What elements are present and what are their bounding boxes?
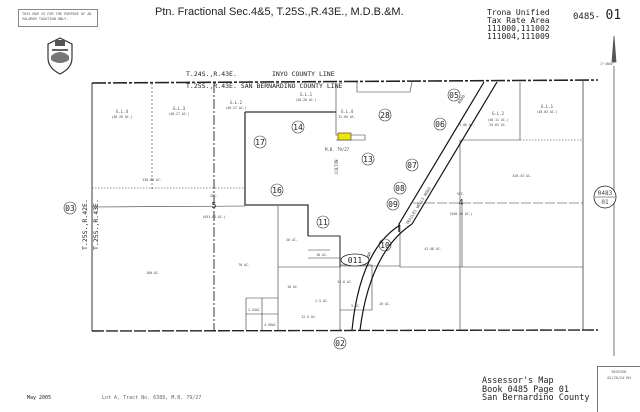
map-title: Ptn. Fractional Sec.4&5, T.25S.,R.43E., … (155, 6, 404, 18)
assessor-map-block: Assessor's Map Book 0485 Page 01 San Ber… (482, 377, 589, 403)
parcel-acreage: 326.43 AC. (512, 174, 531, 178)
block-number: 16 (272, 186, 282, 195)
block-number: 09 (388, 200, 398, 209)
parcel-acreage: 70 AC. (238, 263, 250, 267)
tax-rate-areas-2: 111004,111009 (487, 32, 550, 41)
parcel-acreage: 42.48 AC. (424, 247, 441, 251)
county-seal-icon (47, 37, 73, 75)
inyo-county-line-label: INYO COUNTY LINE (272, 70, 335, 78)
section-acreage: (641.09 AC.) (202, 215, 225, 219)
block-number: 10 (380, 241, 390, 250)
san-bernardino-county-line-label: T.25S.,R.43E. SAN BERNARDINO COUNTY LINE (186, 82, 343, 90)
block-number: 03 (65, 204, 75, 213)
section-acreage: (640.56 AC.) (449, 212, 472, 216)
parcel-acreage: 20 AC. (286, 238, 298, 242)
section-number: 4 (459, 198, 464, 207)
lot-label: G.L.2 (230, 100, 243, 105)
assessor-line-3: San Bernardino County (482, 393, 590, 403)
map-date: May 2005 (27, 395, 52, 401)
block-number: 14 (293, 123, 303, 132)
colton-road-label: COLTON (334, 159, 339, 174)
school-district: Trona Unified (487, 8, 550, 17)
block-number: 02 (335, 339, 345, 348)
parcel-acreage: 10 AC. (287, 285, 299, 289)
lot-acreage: (40.11 AC.) (487, 118, 508, 122)
parcel-acreage: 160 AC. (146, 271, 160, 275)
map-page: 01 (605, 8, 622, 23)
book-ref-0483-bottom: 01 (601, 199, 609, 206)
highlighted-parcel[interactable] (337, 132, 352, 141)
revised-label: REVISED (611, 370, 627, 374)
parcel-acreage: 13.06 AC. (457, 123, 474, 127)
assessor-line-2: Book 0485 Page 01 (482, 384, 569, 395)
disclaimer-note: THIS MAP IS FOR THE PURPOSE OF AD VALORE… (18, 9, 98, 27)
book-ref-0483-top: 0483 (598, 190, 613, 197)
section-number: 5 (212, 201, 217, 210)
parcel-acreage: 4.96AC (264, 323, 276, 327)
tract-reference: Lot A, Tract No. 6389, M.B. 79/27 (102, 395, 202, 401)
lot-label: G.L.2 (492, 111, 505, 116)
lot-acreage: 25.63 AC. (489, 123, 506, 127)
road-label: ROAD (457, 93, 467, 104)
lot-acreage: (40.03 AC.) (536, 110, 557, 114)
book-ref-011[interactable] (340, 253, 370, 267)
north-arrow-icon (611, 35, 617, 356)
west-township-label: T.25S.,R.42E. (81, 199, 89, 250)
revised-date: 02/20/24 RH (607, 376, 631, 380)
north-township-label: T.24S.,R.43E. (186, 70, 237, 78)
tax-rate-area-block: Trona Unified Tax Rate Area 111000,11100… (487, 9, 550, 41)
parcel-acreage: 10 AC. (316, 253, 328, 257)
lot-label: G.L.4 (116, 109, 129, 114)
block-number: 07 (407, 161, 417, 170)
lot-label: G.L.1 (541, 104, 554, 109)
lot-acreage: (40.28 AC.) (295, 98, 316, 102)
map-number: 0485- 01 (573, 8, 621, 23)
lot-label: G.L.4 (341, 109, 354, 114)
parcel-acreage: 2.5 AC. (315, 299, 329, 303)
assessor-line-1: Assessor's Map (482, 376, 554, 386)
lot-label: G.L.3 (173, 106, 186, 111)
scale-label: 1"=800' (600, 62, 615, 66)
lot-label: G.L.1 (300, 92, 313, 97)
lot-acreage: 32.66 AC. (338, 115, 355, 119)
block-number: 08 (395, 184, 405, 193)
parcel-acreage: 2.54AC (248, 308, 260, 312)
section-label: SEC. (457, 192, 465, 196)
tax-rate-areas-1: 111000,111002 (487, 24, 550, 33)
block-number: 28 (380, 111, 390, 120)
lot-acreage: (40.27 AC.) (168, 112, 189, 116)
map-book: 0485- (573, 12, 601, 22)
parcel-acreage: 22.6 AC. (337, 280, 352, 284)
block-number: 11 (318, 218, 328, 227)
lot-acreage: (40.26 AC.) (111, 115, 132, 119)
section-label: SEC. (210, 194, 218, 198)
parcel-acreage: 230.88 AC. (142, 178, 161, 182)
map-book-ref: M.B. 79/27 (325, 147, 350, 152)
parcel-acreage: 22.5 AC. (301, 315, 316, 319)
tax-rate-area-label: Tax Rate Area (487, 16, 550, 25)
revision-box: REVISED 02/20/24 RH (597, 366, 640, 412)
block-number: 05 (449, 91, 459, 100)
book-ref-011-label: 011 (348, 256, 363, 265)
lot-acreage: (40.27 AC.) (225, 106, 246, 110)
block-number: 06 (435, 120, 445, 129)
block-number: 13 (363, 155, 373, 164)
block-number: 17 (255, 138, 265, 147)
parcel-acreage: 5 AC. (351, 304, 361, 308)
road-lines (351, 81, 498, 331)
parcel-acreage: 20 AC. (379, 302, 391, 306)
parcel-lines (91, 81, 583, 330)
west-township-label-b: T.25S.,R.43E. (92, 199, 100, 250)
